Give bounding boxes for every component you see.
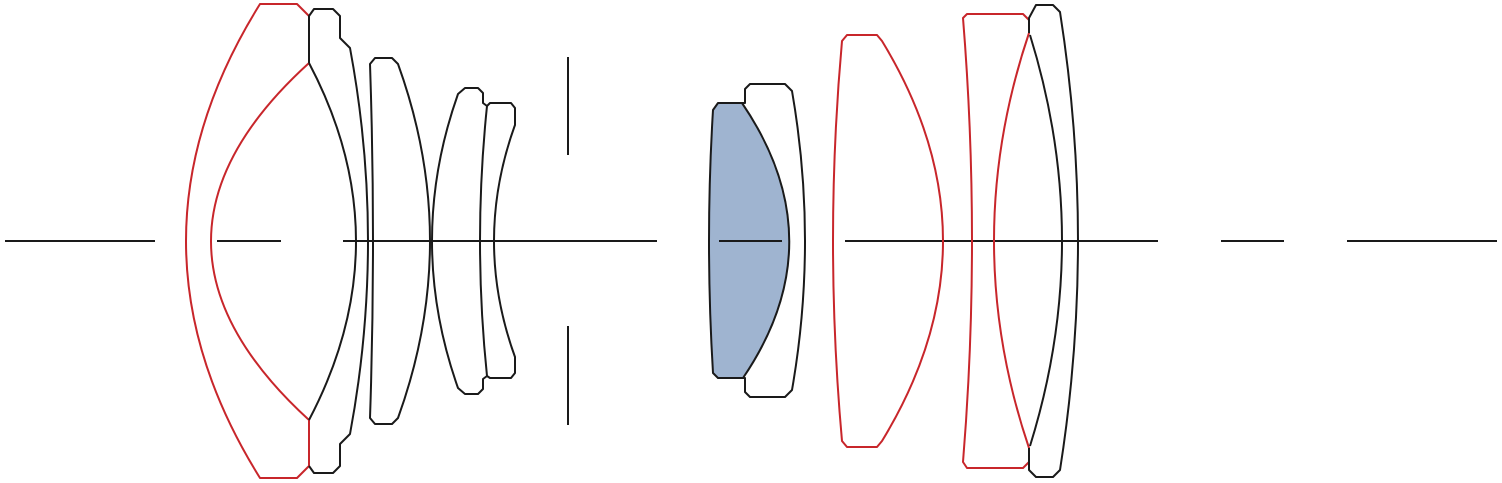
lens-element-5 — [486, 102, 516, 379]
lens-element-7 — [742, 83, 806, 398]
lens-element-2 — [308, 8, 369, 474]
lens-element-8 — [832, 34, 944, 448]
lens-element-4 — [431, 87, 488, 395]
lens-element-9 — [962, 13, 1030, 469]
lens-element-3 — [369, 57, 431, 425]
lens-element-10 — [1028, 4, 1079, 478]
